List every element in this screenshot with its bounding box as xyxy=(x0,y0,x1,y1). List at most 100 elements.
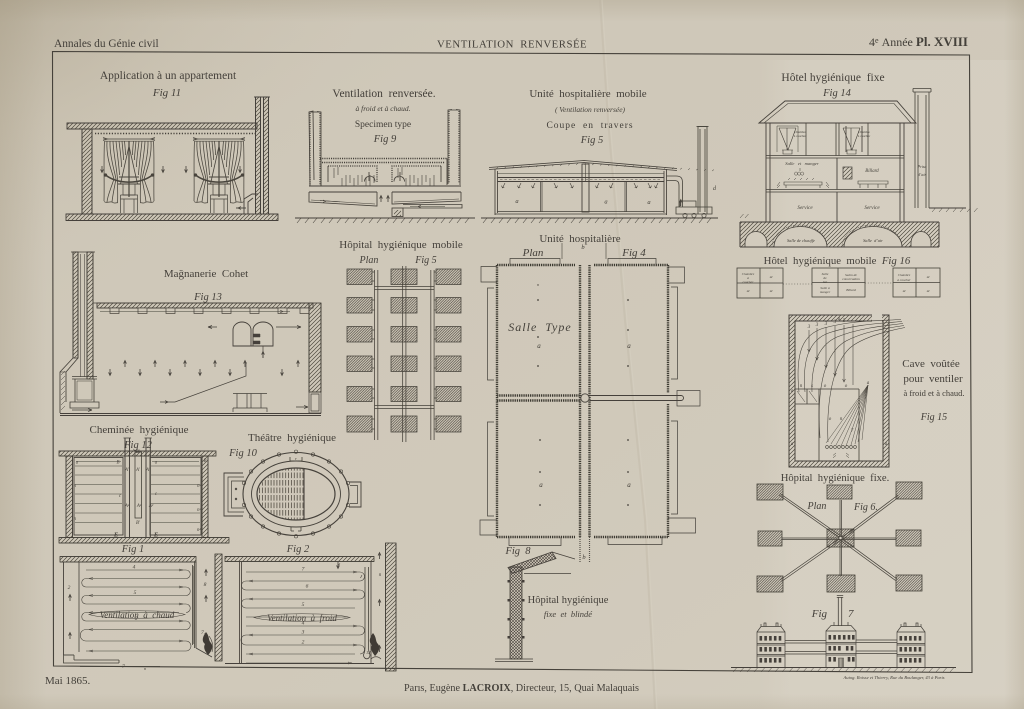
svg-text:Annales du Génie civil: Annales du Génie civil xyxy=(54,38,159,50)
svg-text:Cheminée hygiénique: Cheminée hygiénique xyxy=(90,424,189,436)
svg-text:Hôtel hygiénique fixe: Hôtel hygiénique fixe xyxy=(781,72,884,84)
svg-text:n: n xyxy=(840,417,843,422)
svg-text:a: a xyxy=(537,342,541,350)
svg-text:5: 5 xyxy=(302,602,305,608)
svg-text:n: n xyxy=(74,484,77,489)
svg-text:coucher: coucher xyxy=(743,280,755,284)
svg-text:5: 5 xyxy=(134,590,137,596)
svg-text:Mağnanerie Cohet: Mağnanerie Cohet xyxy=(164,268,248,280)
svg-text:Chambre: Chambre xyxy=(898,273,911,277)
svg-text:à froid et à chaud.: à froid et à chaud. xyxy=(356,104,411,113)
svg-text:Fig 9: Fig 9 xyxy=(373,134,397,145)
svg-text:id: id xyxy=(770,275,773,279)
svg-text:Parıs, Eugène LACROIX, Directe: Parıs, Eugène LACROIX, Directeur, 15, Qu… xyxy=(404,683,639,694)
svg-text:c: c xyxy=(155,492,158,497)
svg-text:fixe et blindé: fixe et blindé xyxy=(544,609,593,619)
svg-text:Salon de: Salon de xyxy=(845,273,857,277)
svg-text:3: 3 xyxy=(816,323,819,328)
svg-text:a: a xyxy=(627,481,631,489)
svg-text:6: 6 xyxy=(135,616,138,622)
svg-text:conversation: conversation xyxy=(842,277,860,281)
svg-text:Ventilation à froid: Ventilation à froid xyxy=(267,613,337,623)
svg-text:Fig 4: Fig 4 xyxy=(621,247,646,259)
svg-text:Fig 5: Fig 5 xyxy=(414,255,436,266)
svg-text:A′: A′ xyxy=(135,468,141,473)
svg-text:Hôpital hygiénique mobile: Hôpital hygiénique mobile xyxy=(339,239,463,251)
svg-text:r: r xyxy=(295,456,297,461)
svg-text:o: o xyxy=(829,417,832,422)
svg-text:VENTILATION RENVERSÉE: VENTILATION RENVERSÉE xyxy=(437,39,587,51)
svg-text:B: B xyxy=(204,459,207,464)
svg-text:Fig 14: Fig 14 xyxy=(822,88,851,99)
svg-text:à froid et à chaud.: à froid et à chaud. xyxy=(903,388,964,398)
svg-text:6: 6 xyxy=(306,584,309,590)
svg-text:b: b xyxy=(581,244,585,251)
svg-text:a: a xyxy=(604,199,607,206)
svg-text:B: B xyxy=(117,461,120,466)
svg-text:a: a xyxy=(838,317,841,322)
svg-text:bal: bal xyxy=(823,280,827,284)
svg-text:Salle: Salle xyxy=(822,272,829,276)
svg-text:a: a xyxy=(627,342,631,350)
svg-text:Salle à: Salle à xyxy=(820,286,830,290)
svg-text:Fig 1: Fig 1 xyxy=(121,544,144,555)
svg-text:à coucher: à coucher xyxy=(858,134,871,138)
svg-text:id: id xyxy=(903,289,906,293)
svg-text:de: de xyxy=(823,276,827,280)
svg-text:Specimen type: Specimen type xyxy=(355,120,411,130)
svg-text:Hôtel hygiénique mobile Fig: Hôtel hygiénique mobile Fig 16 xyxy=(764,255,911,267)
svg-text:a: a xyxy=(539,481,543,489)
svg-text:Autog. Roisse et Thierry, Rue: Autog. Roisse et Thierry, Rue du Boulang… xyxy=(842,675,944,681)
svg-text:Salle d’air: Salle d’air xyxy=(863,238,883,243)
svg-text:4e Année Pl. XVIII: 4e Année Pl. XVIII xyxy=(869,34,968,49)
svg-text:A²: A² xyxy=(148,503,154,509)
svg-text:b: b xyxy=(582,554,586,561)
svg-text:Unité hospitalière: Unité hospitalière xyxy=(539,233,620,245)
svg-text:à coucher: à coucher xyxy=(897,278,911,282)
svg-text:n: n xyxy=(379,573,382,578)
svg-text:à: à xyxy=(747,276,749,280)
svg-text:7: 7 xyxy=(302,567,305,573)
svg-text:Coupe en travers: Coupe en travers xyxy=(546,121,633,131)
svg-text:Plan: Plan xyxy=(807,501,827,512)
svg-text:5: 5 xyxy=(843,319,846,324)
svg-text:Cave voûtée: Cave voûtée xyxy=(902,358,960,370)
svg-text:Fig 15: Fig 15 xyxy=(920,412,947,423)
svg-text:3: 3 xyxy=(834,320,837,325)
svg-text:d: d xyxy=(713,186,717,192)
svg-text:3: 3 xyxy=(825,322,828,327)
svg-text:id: id xyxy=(747,289,750,293)
svg-text:id: id xyxy=(770,289,773,293)
svg-text:7: 7 xyxy=(848,608,854,620)
svg-text:Application à un appartement: Application à un appartement xyxy=(100,70,237,82)
svg-text:E: E xyxy=(113,532,119,539)
svg-text:d’air: d’air xyxy=(918,172,927,177)
svg-text:Chambre: Chambre xyxy=(858,130,870,134)
svg-text:Chambre: Chambre xyxy=(794,130,806,134)
svg-text:n: n xyxy=(800,384,803,389)
svg-text:Prise: Prise xyxy=(917,164,927,169)
svg-text:a: a xyxy=(838,463,841,468)
svg-text:2: 2 xyxy=(68,585,71,591)
svg-text:7: 7 xyxy=(851,429,854,434)
svg-text:Théâtre hygiénique: Théâtre hygiénique xyxy=(248,432,336,444)
svg-text:4: 4 xyxy=(302,620,305,627)
svg-text:4: 4 xyxy=(133,564,136,571)
svg-text:a: a xyxy=(791,389,794,394)
svg-text:manger: manger xyxy=(820,290,831,294)
svg-text:8: 8 xyxy=(204,582,207,588)
svg-text:A²: A² xyxy=(136,503,142,509)
svg-text:Fig 6.: Fig 6. xyxy=(853,502,878,513)
svg-text:Mai 1865.: Mai 1865. xyxy=(45,675,90,687)
svg-text:Plan: Plan xyxy=(522,247,544,259)
svg-text:o: o xyxy=(824,384,827,389)
svg-text:Unité hospitalière mobile: Unité hospitalière mobile xyxy=(529,88,646,100)
svg-text:Hôpital hygiénique: Hôpital hygiénique xyxy=(528,595,609,606)
svg-text:Fig 8: Fig 8 xyxy=(504,546,531,557)
svg-text:pour ventiler: pour ventiler xyxy=(903,373,963,385)
svg-text:E: E xyxy=(153,532,159,539)
svg-text:a: a xyxy=(155,461,158,466)
svg-text:n²: n² xyxy=(197,483,201,489)
svg-text:A′: A′ xyxy=(124,468,130,473)
svg-text:o: o xyxy=(845,384,848,389)
